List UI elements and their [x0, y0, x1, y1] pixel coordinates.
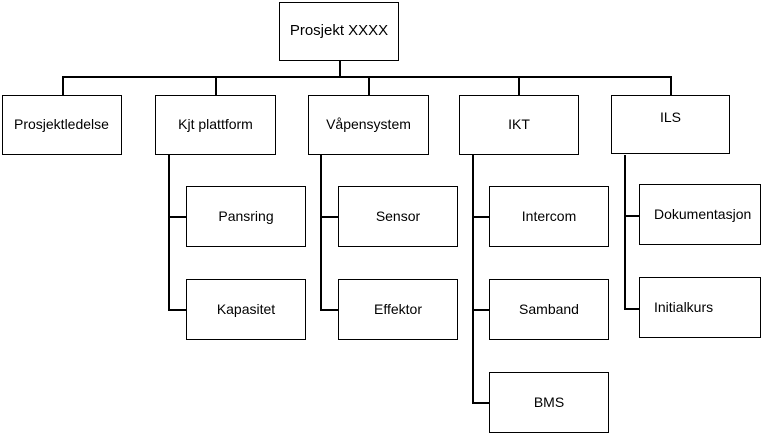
connector-tick-sensor — [320, 216, 339, 218]
node-label: Kjt plattform — [178, 116, 253, 133]
node-label: Sensor — [375, 207, 421, 224]
node-root: Prosjekt XXXX — [279, 2, 399, 61]
node-effektor: Effektor — [338, 279, 458, 340]
node-label: Våpensystem — [326, 116, 411, 133]
connector-tick-samband — [472, 309, 490, 311]
connector-tick-pansring — [168, 216, 187, 218]
node-label: Intercom — [521, 207, 577, 224]
node-label: Prosjekt XXXX — [289, 22, 389, 40]
connector-spine-kjt-plattform — [168, 155, 170, 310]
connector-drop-vapensystem — [368, 76, 370, 95]
node-ils: ILS — [611, 95, 730, 154]
node-label: IKT — [508, 116, 530, 133]
node-label: Kapasitet — [216, 300, 276, 317]
node-intercom: Intercom — [489, 186, 609, 247]
node-label: Samband — [519, 300, 579, 317]
node-kapasitet: Kapasitet — [186, 279, 306, 340]
node-kjt-plattform: Kjt plattform — [155, 95, 276, 155]
node-initialkurs: Initialkurs — [639, 277, 761, 338]
connector-tick-effektor — [320, 309, 339, 311]
node-bms: BMS — [489, 372, 609, 433]
node-label: Effektor — [374, 300, 422, 317]
connector-tick-initialkurs — [624, 308, 640, 310]
connector-tick-bms — [472, 402, 490, 404]
node-pansring: Pansring — [186, 186, 306, 247]
connector-tick-intercom — [472, 216, 490, 218]
connector-spine-ils — [624, 155, 626, 309]
connector-tick-kapasitet — [168, 309, 187, 311]
node-label: Dokumentasjon — [654, 205, 752, 222]
connector-root-down — [339, 60, 341, 77]
connector-drop-kjt-plattform — [215, 76, 217, 95]
node-label: Prosjektledelse — [14, 116, 109, 133]
node-sensor: Sensor — [338, 186, 458, 247]
connector-horizontal-bus — [62, 76, 671, 78]
node-dokumentasjon: Dokumentasjon — [639, 184, 761, 245]
node-label: Pansring — [218, 207, 274, 224]
connector-tick-dokumentasjon — [624, 215, 640, 217]
connector-drop-ikt — [518, 76, 520, 95]
node-vapensystem: Våpensystem — [308, 95, 429, 155]
node-label: ILS — [659, 109, 681, 125]
node-label: Initialkurs — [654, 298, 714, 315]
node-label: BMS — [533, 393, 565, 410]
connector-spine-ikt — [472, 155, 474, 403]
node-ikt: IKT — [459, 95, 579, 155]
connector-drop-ils — [670, 76, 672, 95]
node-prosjektledelse: Prosjektledelse — [2, 95, 122, 155]
connector-spine-vapensystem — [320, 155, 322, 310]
node-samband: Samband — [489, 279, 609, 340]
connector-drop-prosjektledelse — [62, 76, 64, 95]
